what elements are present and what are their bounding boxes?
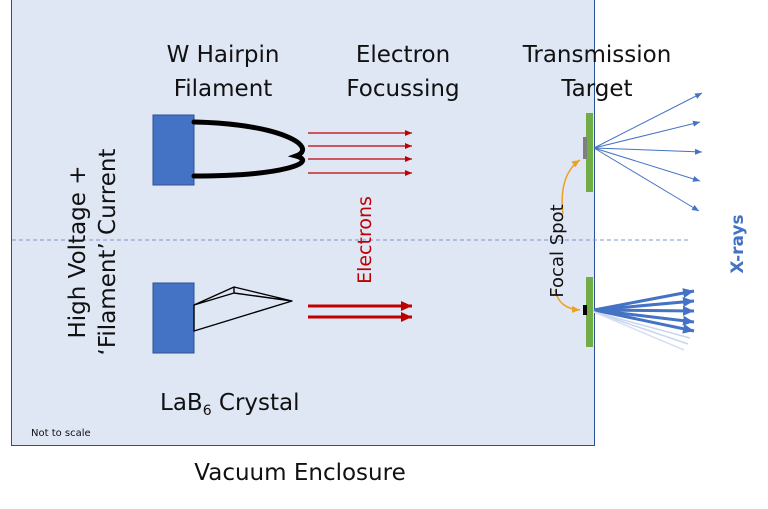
hairpin-cathode-block	[152, 114, 195, 186]
high-voltage-line2: ‘Filament’ Current	[95, 148, 121, 356]
lab6-prefix: LaB	[160, 390, 203, 416]
focal-spot-top	[583, 137, 587, 159]
electron-focussing-line2: Focussing	[346, 76, 460, 102]
lab6-subscript: 6	[202, 403, 212, 419]
vacuum-enclosure-caption: Vacuum Enclosure	[194, 460, 406, 486]
xray-scatter-1	[593, 311, 691, 339]
xray-bottom-3	[593, 305, 695, 316]
lab6-suffix: Crystal	[211, 390, 300, 416]
focal-spot-arrow-top	[561, 159, 581, 215]
focal-spot-bottom	[583, 305, 587, 315]
lab6-crystal-shape	[193, 286, 293, 332]
lab6-cathode-block	[152, 282, 195, 354]
xray-top-3	[593, 147, 703, 155]
xray-bottom-5	[593, 308, 695, 334]
vacuum-enclosure-box	[11, 0, 595, 446]
xray-top-1	[593, 92, 703, 149]
xrays-label: X-rays	[728, 214, 748, 274]
target-plate-bottom	[586, 277, 593, 347]
hairpin-title-line2: Filament	[173, 76, 273, 102]
target-plate-top	[586, 113, 593, 192]
high-voltage-label: High Voltage + ‘Filament’ Current	[63, 102, 127, 402]
high-voltage-line1: High Voltage +	[65, 165, 91, 339]
xray-top-5	[593, 147, 700, 212]
xray-bottom-2	[593, 297, 695, 312]
xray-scatter-3	[593, 311, 685, 351]
lab6-crystal-label: LaB6 Crystal	[160, 388, 310, 426]
electrons-label: Electrons	[354, 196, 376, 284]
hairpin-title-line1: W Hairpin	[166, 42, 280, 68]
hairpin-filament-wire	[191, 119, 305, 179]
focal-spot-label: Focal Spot	[547, 204, 568, 298]
xray-top-2	[593, 120, 701, 149]
transmission-target-line2: Target	[561, 76, 633, 102]
focal-spot-arrow-bottom	[554, 289, 581, 313]
xray-scatter-2	[593, 311, 689, 345]
xray-top-4	[593, 147, 701, 182]
not-to-scale-note: Not to scale	[31, 428, 91, 439]
transmission-target-line1: Transmission	[522, 42, 672, 68]
electron-focussing-line1: Electron	[355, 42, 451, 68]
xray-bottom-1	[593, 288, 695, 312]
